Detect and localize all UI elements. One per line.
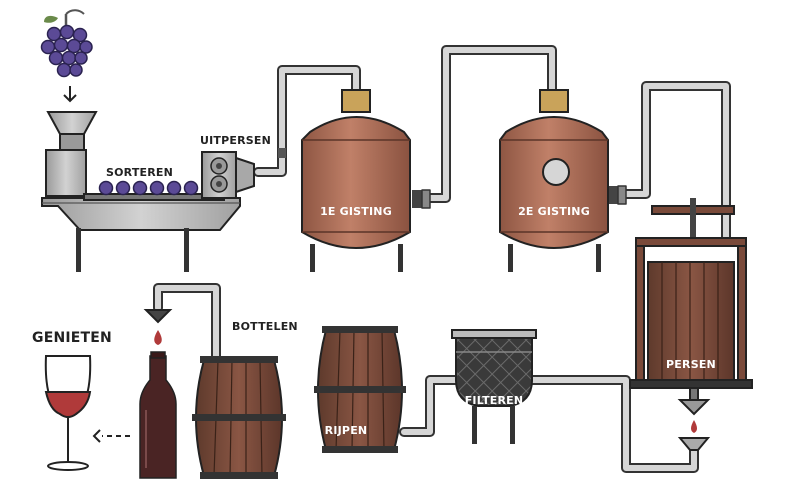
wine-press-icon (629, 198, 753, 451)
bottle-icon (139, 351, 177, 479)
grape-icon (40, 9, 93, 78)
label-sorteren: SORTEREN (106, 166, 173, 179)
press-rollers-icon (201, 151, 255, 199)
label-filteren: FILTEREN (465, 394, 524, 407)
filter-icon (451, 329, 537, 444)
bottle-nozzle-icon (143, 309, 173, 324)
label-persen: PERSEN (666, 358, 716, 371)
fermentation-tank-icon (499, 89, 609, 272)
label-genieten: GENIETEN (32, 330, 112, 346)
label-uitpersen: UITPERSEN (200, 134, 271, 147)
label-gisting-2: 2E GISTING (518, 205, 590, 218)
barrel-icon (192, 356, 286, 479)
wine-drop-icon (154, 330, 162, 345)
label-bottelen: BOTTELEN (232, 320, 298, 333)
sorting-machine-icon (41, 149, 241, 272)
wine-drop-icon (691, 420, 697, 433)
sorted-grapes (98, 180, 199, 196)
dashed-arrow-left-icon (92, 429, 130, 443)
wine-glass-icon (44, 355, 92, 471)
fermentation-tank-icon (301, 89, 411, 272)
arrow-down-icon (63, 86, 77, 103)
hopper-icon (46, 111, 98, 153)
pipes (153, 45, 731, 473)
barrel-icon (314, 326, 406, 453)
label-rijpen: RIJPEN (325, 424, 368, 437)
label-gisting-1: 1E GISTING (320, 205, 392, 218)
